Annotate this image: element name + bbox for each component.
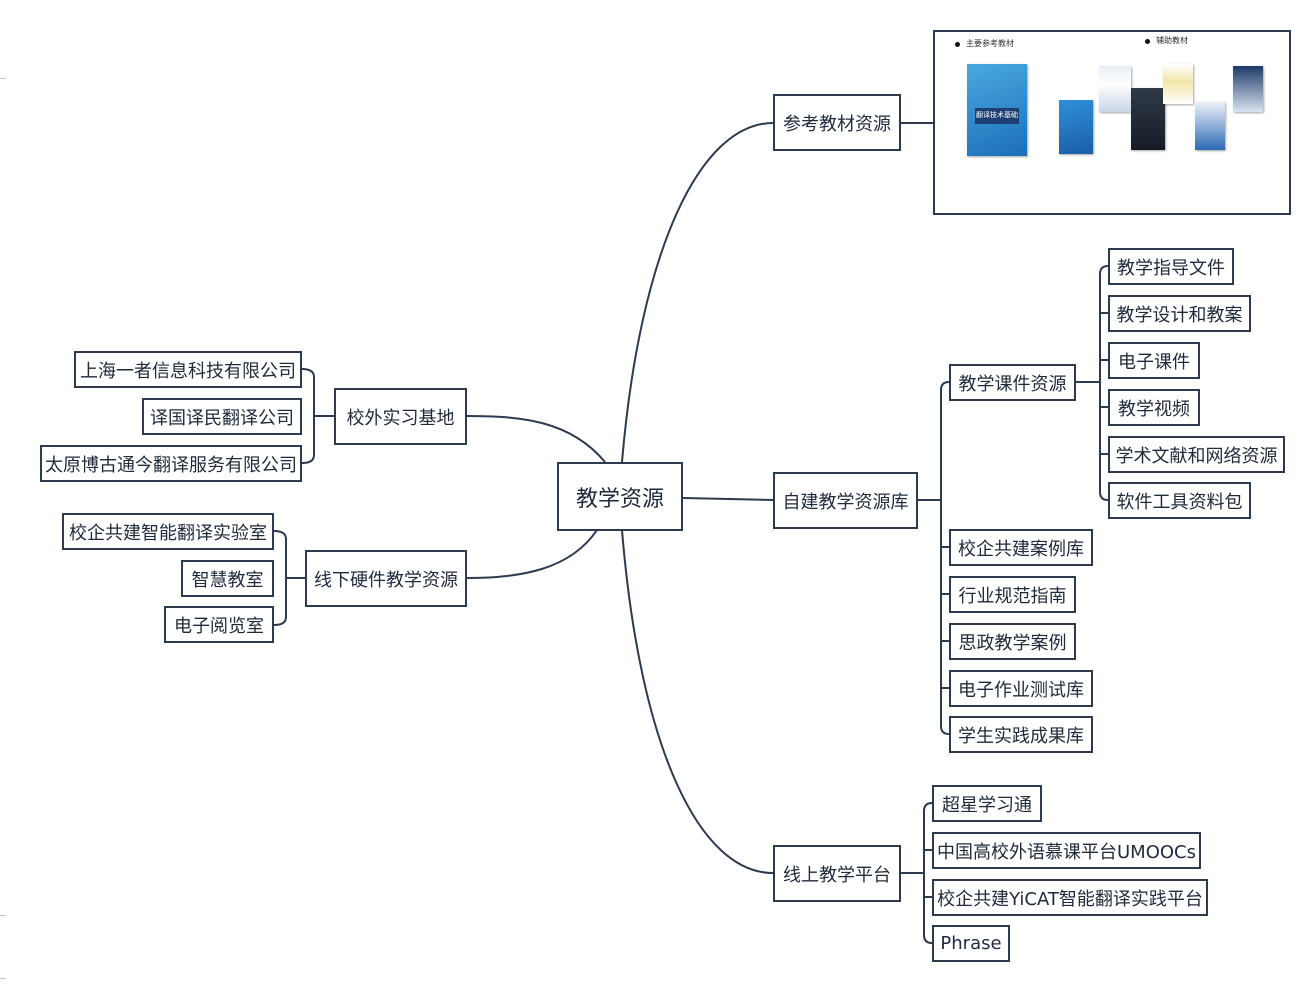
edge-mark — [0, 78, 6, 79]
self-built-item[interactable]: 思政教学案例 — [949, 623, 1076, 660]
bullet-icon — [955, 41, 960, 47]
courseware-item[interactable]: 教学设计和教案 — [1108, 295, 1251, 332]
main-textbook-label-text: 主要参考教材 — [966, 39, 1014, 48]
edge-mark — [0, 978, 6, 979]
aux-textbook-label-text: 辅助教材 — [1156, 36, 1188, 45]
edge-mark — [0, 915, 6, 916]
branch-offline-hardware[interactable]: 线下硬件教学资源 — [305, 550, 467, 607]
main-textbook-title: 翻译技术基础 — [976, 111, 1018, 119]
online-platform-item[interactable]: 校企共建YiCAT智能翻译实践平台 — [932, 879, 1208, 916]
online-platform-item[interactable]: 中国高校外语慕课平台UMOOCs — [932, 832, 1201, 869]
aux-book-cover-4 — [1163, 64, 1193, 104]
bullet-icon — [1145, 38, 1150, 44]
main-textbook-label: 主要参考教材 — [955, 38, 1014, 49]
hardware-item[interactable]: 校企共建智能翻译实验室 — [62, 513, 274, 550]
aux-book-cover-6 — [1233, 66, 1263, 112]
courseware-resources-node[interactable]: 教学课件资源 — [949, 364, 1076, 401]
internship-company[interactable]: 译国译民翻译公司 — [142, 398, 302, 435]
courseware-item[interactable]: 学术文献和网络资源 — [1108, 436, 1285, 473]
hardware-item[interactable]: 电子阅览室 — [164, 606, 274, 643]
aux-book-cover-1 — [1059, 100, 1093, 154]
cover-title-band — [975, 108, 1019, 124]
aux-book-cover-3 — [1131, 88, 1165, 150]
internship-company[interactable]: 太原博古通今翻译服务有限公司 — [40, 445, 302, 482]
root-node[interactable]: 教学资源 — [557, 462, 683, 531]
branch-internship-bases[interactable]: 校外实习基地 — [334, 388, 467, 445]
branch-self-built-library[interactable]: 自建教学资源库 — [773, 472, 918, 529]
self-built-item[interactable]: 行业规范指南 — [949, 576, 1076, 613]
self-built-item[interactable]: 电子作业测试库 — [949, 670, 1093, 707]
online-platform-item[interactable]: Phrase — [932, 925, 1010, 962]
self-built-item[interactable]: 校企共建案例库 — [949, 529, 1093, 566]
branch-textbook-resources[interactable]: 参考教材资源 — [773, 94, 901, 151]
aux-book-cover-2 — [1099, 66, 1131, 112]
courseware-item[interactable]: 教学指导文件 — [1108, 248, 1234, 285]
online-platform-item[interactable]: 超星学习通 — [932, 785, 1042, 822]
main-textbook-cover: 翻译技术基础 — [967, 64, 1027, 156]
aux-textbook-label: 辅助教材 — [1145, 35, 1188, 46]
courseware-item[interactable]: 软件工具资料包 — [1108, 482, 1251, 519]
internship-company[interactable]: 上海一者信息科技有限公司 — [74, 351, 302, 388]
self-built-item[interactable]: 学生实践成果库 — [949, 716, 1093, 753]
courseware-item[interactable]: 教学视频 — [1108, 389, 1200, 426]
courseware-item[interactable]: 电子课件 — [1108, 342, 1200, 379]
branch-online-platforms[interactable]: 线上教学平台 — [773, 845, 901, 902]
aux-book-cover-5 — [1195, 102, 1225, 150]
hardware-item[interactable]: 智慧教室 — [181, 560, 274, 597]
textbook-panel: 主要参考教材 辅助教材 翻译技术基础 — [933, 30, 1291, 215]
